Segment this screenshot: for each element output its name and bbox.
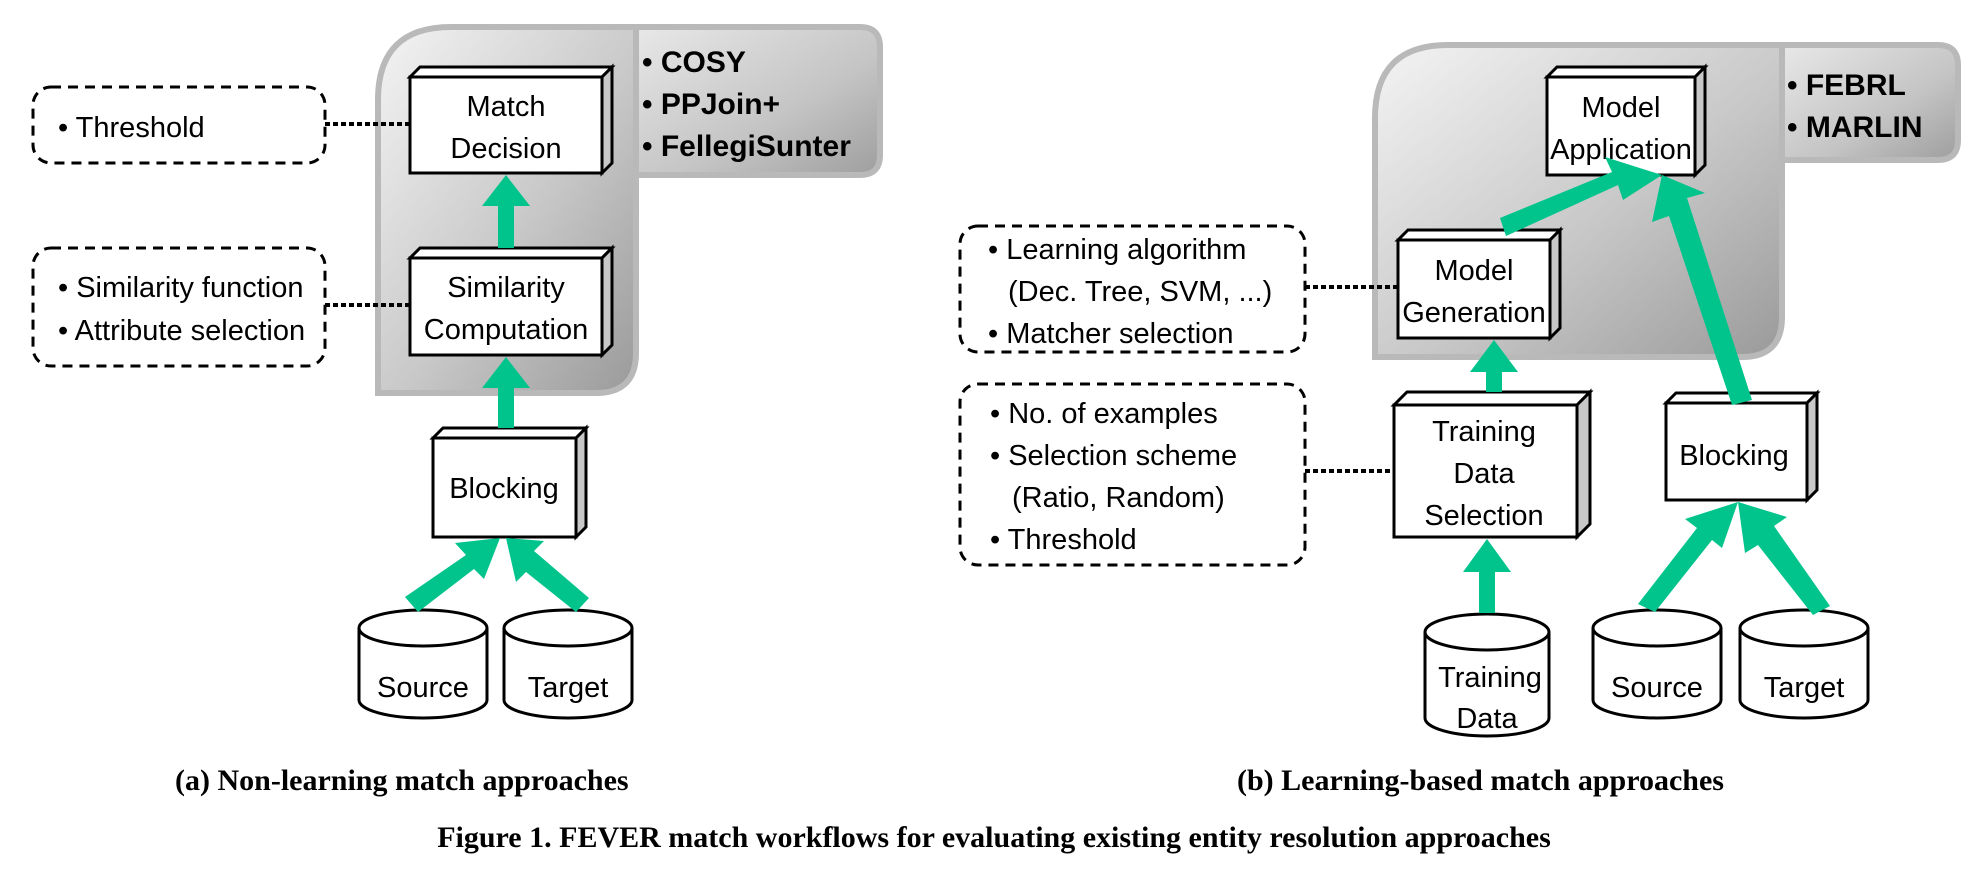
params-match-decision: • Threshold: [31, 85, 410, 165]
step-similarity-computation[interactable]: Similarity Computation: [406, 244, 616, 359]
db-source-right[interactable]: Source: [1591, 608, 1723, 720]
param-learning-algorithm: • Learning algorithm: [988, 234, 1246, 266]
step-training-data-selection[interactable]: Training Data Selection: [1390, 388, 1594, 541]
tool-ppjoin: • PPJoin+: [642, 88, 780, 121]
similarity-computation-label-2: Computation: [424, 314, 588, 346]
arrow-target-to-blocking: [506, 538, 589, 612]
db-target-left[interactable]: Target: [502, 608, 634, 720]
db-training-data-label-1: Training: [1438, 662, 1542, 694]
model-generation-label-1: Model: [1435, 255, 1514, 287]
tool-marlin: • MARLIN: [1787, 111, 1922, 144]
db-target-right-label: Target: [1764, 672, 1845, 704]
param-selection-scheme: • Selection scheme: [990, 440, 1237, 472]
left-tools-panel: • COSY • PPJoin+ • FellegiSunter: [633, 24, 883, 178]
db-training-data[interactable]: Training Data: [1423, 612, 1551, 738]
db-target-right[interactable]: Target: [1738, 608, 1870, 720]
training-data-selection-label-1: Training: [1432, 416, 1536, 448]
param-threshold-right: • Threshold: [990, 524, 1137, 556]
model-application-label-1: Model: [1582, 92, 1661, 124]
arrow-selection-to-generation: [1470, 340, 1518, 392]
params-model-generation: • Learning algorithm (Dec. Tree, SVM, ..…: [958, 224, 1398, 354]
params-training-data-selection: • No. of examples • Selection scheme (Ra…: [958, 382, 1394, 567]
db-source-left-label: Source: [377, 672, 469, 704]
step-model-generation[interactable]: Model Generation: [1394, 226, 1564, 342]
tool-fellegisunter: • FellegiSunter: [642, 130, 851, 163]
similarity-computation-label-1: Similarity: [447, 272, 565, 304]
step-blocking-left[interactable]: Blocking: [429, 424, 590, 541]
training-data-selection-label-3: Selection: [1424, 500, 1543, 532]
param-attribute-selection: • Attribute selection: [58, 315, 305, 347]
caption-b: (b) Learning-based match approaches: [1237, 764, 1724, 797]
param-similarity-function: • Similarity function: [58, 272, 303, 304]
blocking-left-label: Blocking: [449, 473, 559, 505]
right-tools-panel: • FEBRL • MARLIN: [1779, 42, 1961, 163]
step-model-application[interactable]: Model Application: [1543, 63, 1709, 179]
param-threshold: • Threshold: [58, 112, 205, 144]
db-source-left[interactable]: Source: [357, 608, 489, 720]
left-workflow: • COSY • PPJoin+ • FellegiSunter Match D…: [31, 24, 883, 797]
right-workflow: • FEBRL • MARLIN Model Application Model…: [958, 42, 1961, 797]
caption-a: (a) Non-learning match approaches: [175, 764, 629, 797]
step-match-decision[interactable]: Match Decision: [406, 63, 616, 177]
param-selection-scheme-options: (Ratio, Random): [1012, 482, 1225, 514]
param-no-of-examples: • No. of examples: [990, 398, 1218, 430]
arrow-trainingdata-to-selection: [1463, 539, 1511, 613]
step-blocking-right[interactable]: Blocking: [1662, 389, 1821, 504]
db-source-right-label: Source: [1611, 672, 1703, 704]
param-matcher-selection: • Matcher selection: [988, 318, 1233, 350]
tool-cosy: • COSY: [642, 46, 746, 79]
params-similarity-computation: • Similarity function • Attribute select…: [31, 246, 410, 368]
model-application-label-2: Application: [1550, 134, 1692, 166]
tool-febrl: • FEBRL: [1787, 69, 1906, 102]
arrow-blocking-to-similarity: [482, 357, 530, 428]
arrow-source-to-blocking: [405, 538, 500, 612]
param-learning-algorithm-examples: (Dec. Tree, SVM, ...): [1008, 276, 1272, 308]
arrow-blocking-to-application: [1652, 175, 1752, 405]
model-generation-label-2: Generation: [1402, 297, 1546, 329]
arrow-target-to-blocking-right: [1738, 502, 1830, 615]
arrows-right: [1463, 157, 1830, 615]
db-target-left-label: Target: [528, 672, 609, 704]
db-training-data-label-2: Data: [1456, 703, 1518, 735]
figure-caption: Figure 1. FEVER match workflows for eval…: [437, 821, 1551, 854]
match-decision-label-1: Match: [467, 91, 546, 123]
match-decision-label-2: Decision: [450, 133, 561, 165]
training-data-selection-label-2: Data: [1453, 458, 1515, 490]
arrows-left: [405, 175, 589, 612]
blocking-right-label: Blocking: [1679, 440, 1789, 472]
arrow-generation-to-application: [1500, 157, 1662, 236]
arrow-source-to-blocking-right: [1638, 502, 1738, 612]
arrow-similarity-to-match: [482, 175, 530, 248]
